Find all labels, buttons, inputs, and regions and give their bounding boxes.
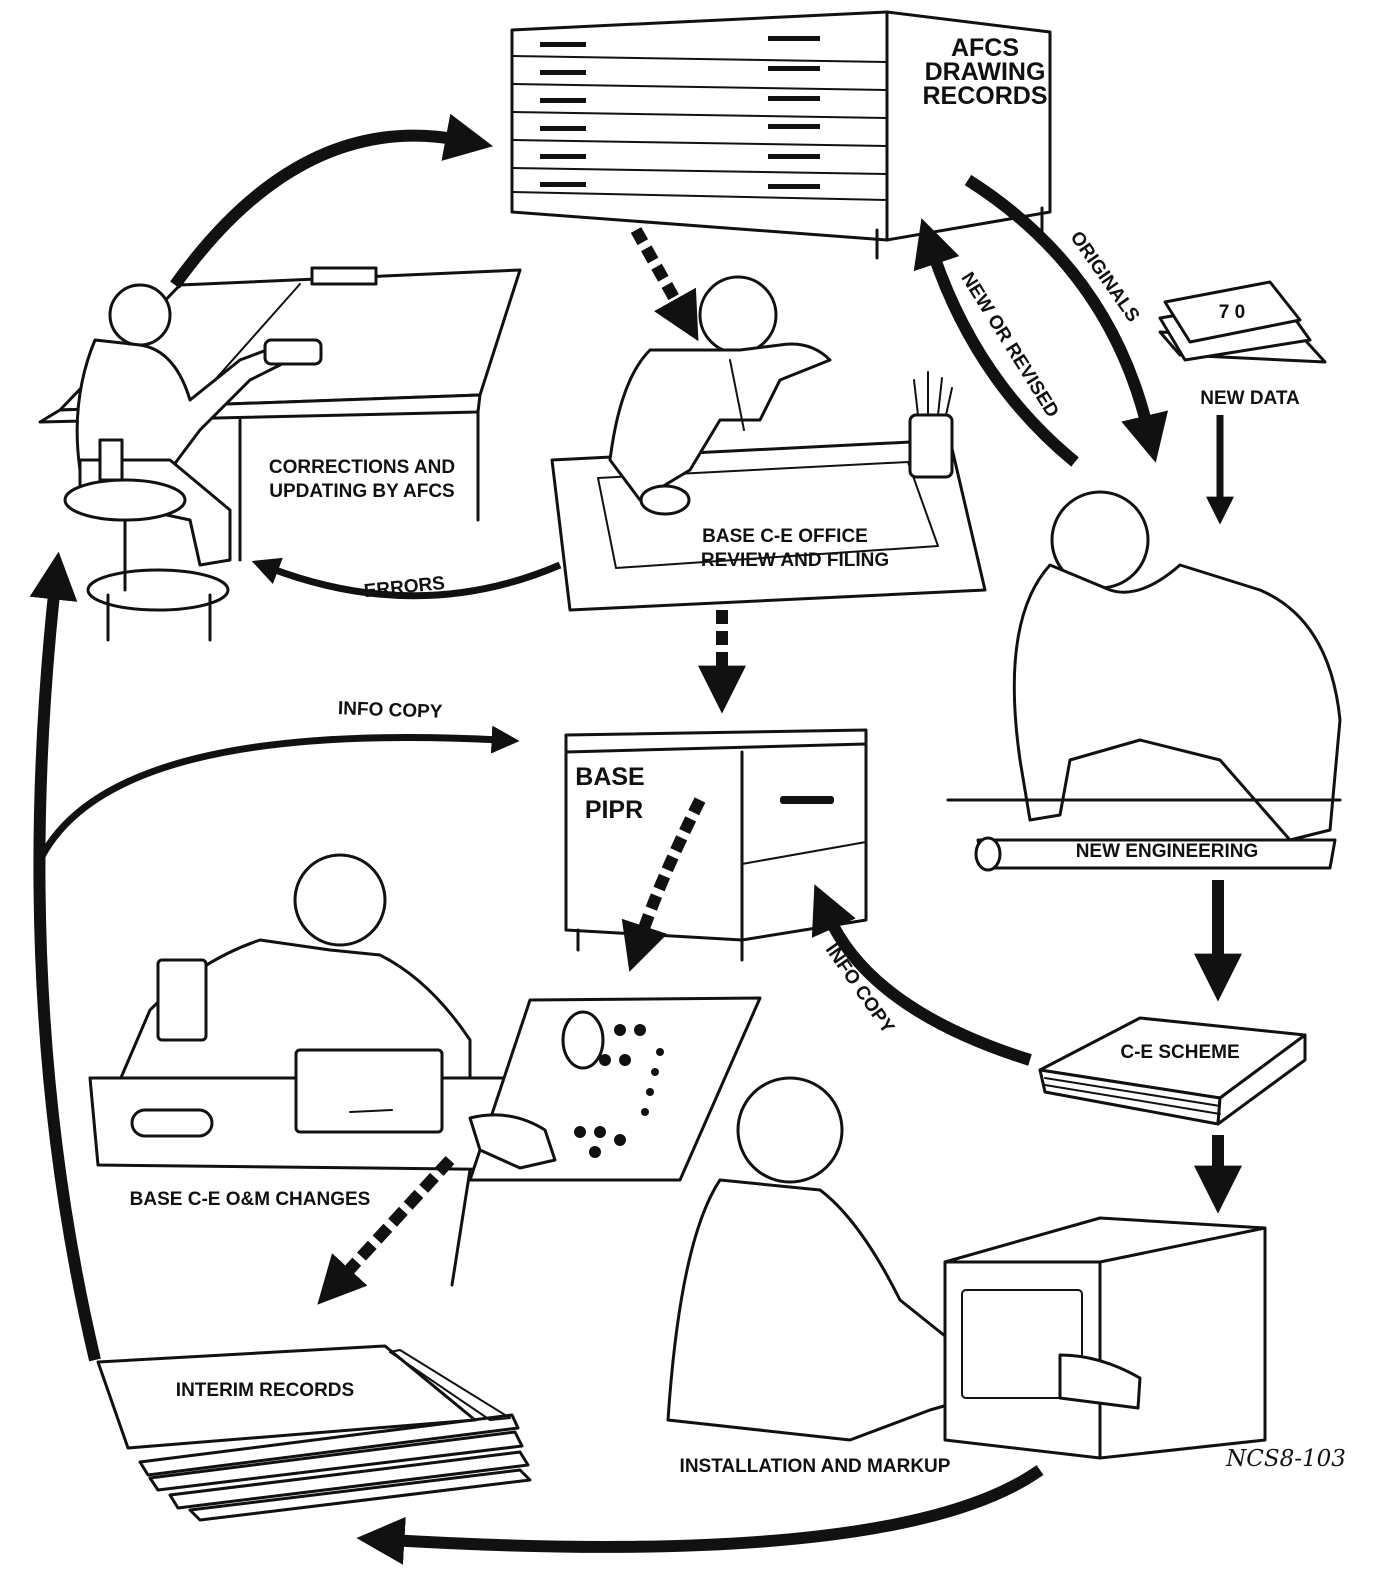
new-data-books-illustration: 7 0 [1160,282,1325,362]
ce-scheme-label: C-E SCHEME [1120,1042,1239,1063]
new-data-label: NEW DATA [1200,388,1300,409]
base-review-label-1: BASE C-E OFFICE [702,526,868,547]
engineer-illustration [948,492,1340,870]
drafting-table-illustration [40,268,520,640]
base-pipr-label-2: PIPR [585,796,643,824]
arrow-corrections-to-afcs [175,136,460,285]
base-om-changes-label: BASE C-E O&M CHANGES [130,1189,371,1210]
arrow-om-to-interim [340,1160,450,1280]
arrow-info-copy-top [40,738,500,861]
installation-label: INSTALLATION AND MARKUP [680,1456,951,1477]
base-review-label-2: REVIEW AND FILING [701,550,889,571]
info-copy-top-label: INFO COPY [338,698,444,723]
base-pipr-label-1: BASE [575,763,644,791]
afcs-records-label-3: RECORDS [922,82,1047,110]
interim-records-label: INTERIM RECORDS [176,1380,354,1401]
book-spine-label: 7 0 [1219,302,1245,323]
corrections-label-1: CORRECTIONS AND [269,457,455,478]
arrow-afcs-to-review [636,230,682,312]
ce-scheme-book [1040,1018,1305,1124]
figure-id: NCS8-103 [1225,1446,1346,1472]
interim-records-stack [98,1346,530,1520]
installer-illustration [668,1078,1265,1458]
arrow-interim-to-corrections [39,585,95,1360]
corrections-label-2: UPDATING BY AFCS [269,481,454,502]
new-engineering-label: NEW ENGINEERING [1076,841,1259,862]
afcs-drawing-records-cabinet: AFCS DRAWING RECORDS [512,12,1050,258]
